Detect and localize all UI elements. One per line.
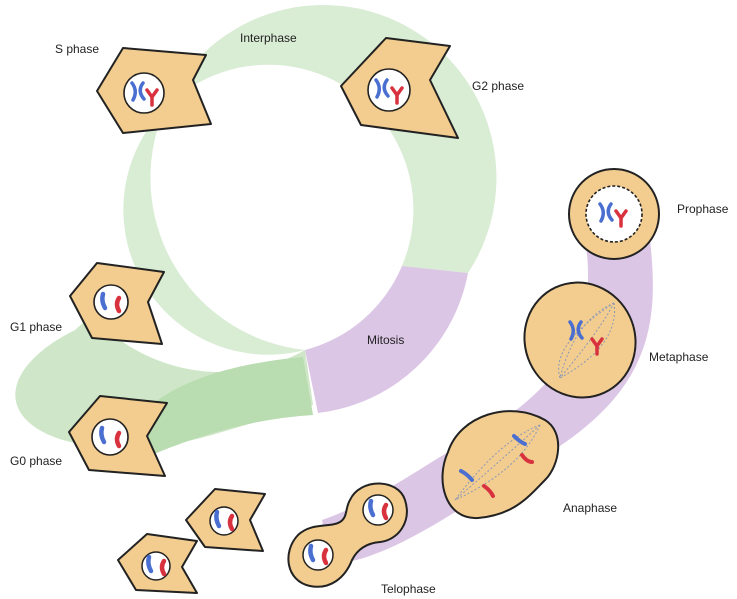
s-phase-cell	[97, 48, 211, 133]
telophase-label: Telophase	[381, 582, 436, 596]
interphase-label: Interphase	[240, 31, 297, 45]
telophase-cell	[288, 484, 406, 587]
anaphase-cell	[442, 411, 558, 518]
g0-phase-label: G0 phase	[10, 454, 62, 468]
prophase-label: Prophase	[677, 202, 729, 216]
metaphase-label: Metaphase	[649, 350, 709, 364]
s-phase-label: S phase	[55, 42, 99, 56]
mitosis-label: Mitosis	[367, 333, 404, 347]
g1-phase-label: G1 phase	[10, 320, 62, 334]
daughter-cell-upper	[186, 489, 265, 551]
g2-phase-label: G2 phase	[472, 79, 524, 93]
daughter-cell-lower	[118, 534, 197, 593]
anaphase-label: Anaphase	[563, 501, 617, 515]
prophase-cell	[569, 169, 659, 259]
